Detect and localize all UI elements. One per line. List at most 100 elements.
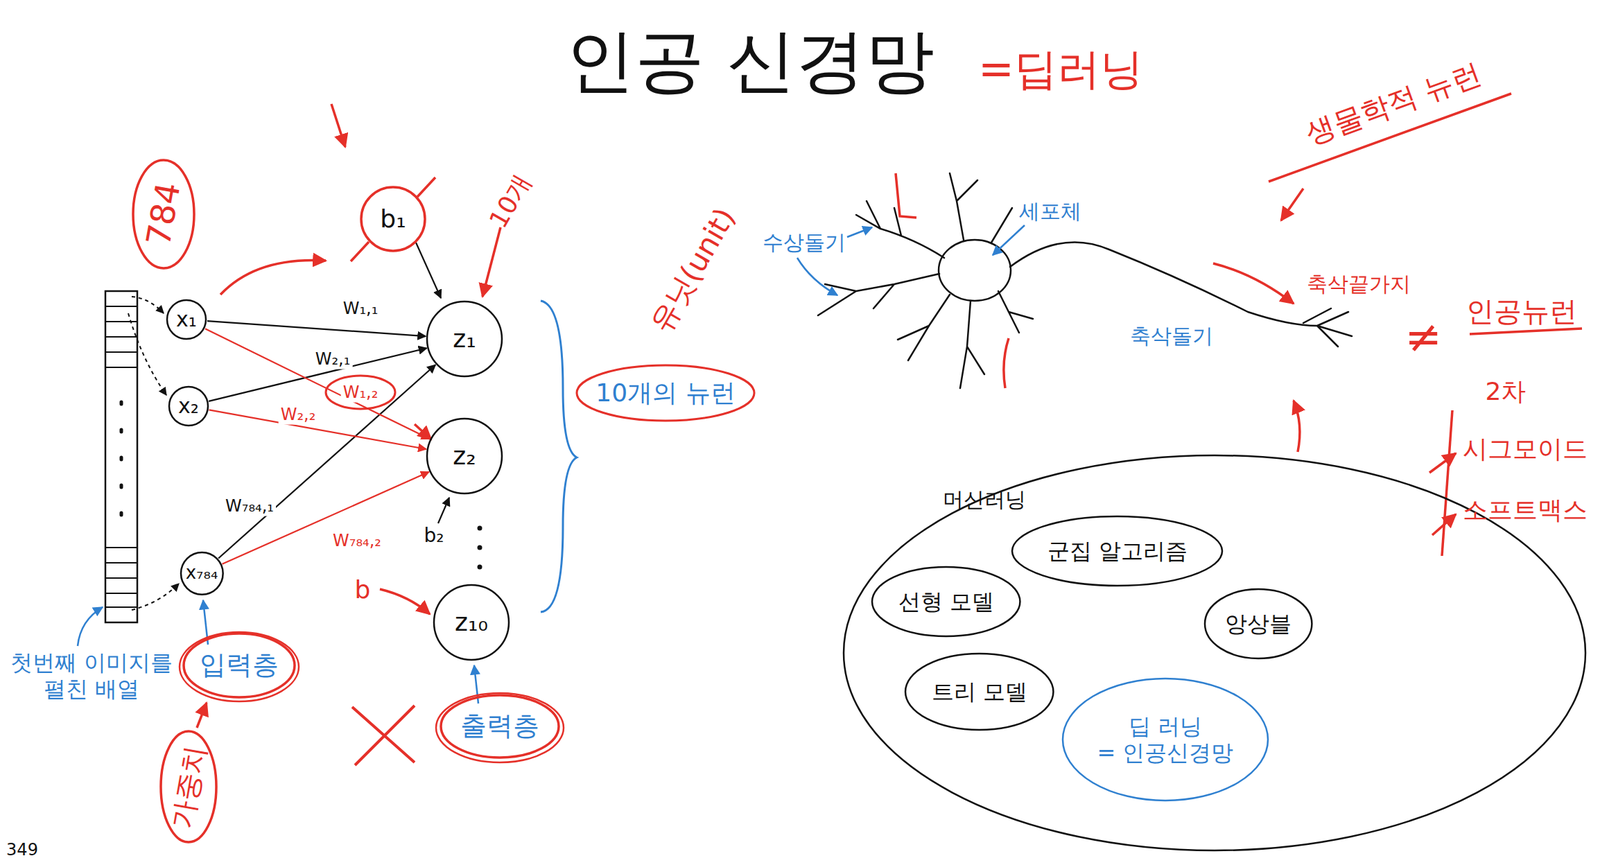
red-arrow xyxy=(414,424,432,440)
output-neuron: z₁₀ xyxy=(432,583,511,662)
red-arrow xyxy=(331,103,346,147)
red-arrow xyxy=(1213,263,1294,304)
ellipse-outline xyxy=(905,653,1054,730)
ellipse-outline xyxy=(872,567,1020,637)
red-arrow xyxy=(482,227,501,297)
part-label: 축삭돌기 xyxy=(1129,323,1214,349)
handwritten-note: =딥러닝 xyxy=(978,43,1144,95)
red-mark xyxy=(1003,338,1009,389)
bias-arrow xyxy=(415,242,441,299)
node-text: x₁ xyxy=(176,307,197,333)
deep-learning-ellipse: 딥 러닝= 인공신경망 xyxy=(1061,677,1270,803)
page-number: 349 xyxy=(6,840,39,861)
weight-connector xyxy=(205,328,430,439)
neuron-circle xyxy=(427,418,502,494)
neuron-circle xyxy=(167,300,206,339)
neuron-dendrites xyxy=(818,173,1033,389)
callout-number: 784 xyxy=(138,179,190,249)
red-mark xyxy=(895,173,917,218)
bias-label: b₂ xyxy=(424,524,445,548)
neuron-bracket xyxy=(540,300,577,613)
neuron-circle xyxy=(180,552,224,595)
dashed-arrow xyxy=(131,583,179,611)
blue-arrow xyxy=(992,225,1025,256)
weight-label: W₁,₂ xyxy=(341,382,381,403)
layer-label: 출력층 xyxy=(460,710,540,743)
group-label: 10개의 뉴런 xyxy=(595,377,735,408)
handwritten-note: 인공뉴런 xyxy=(1466,294,1578,328)
handwritten-note: 10개 xyxy=(483,169,538,233)
red-underline xyxy=(1469,328,1582,335)
part-label: 수상돌기 xyxy=(762,230,846,256)
red-arrow xyxy=(196,702,207,728)
weight-label: W₇₈₄,₁ xyxy=(223,496,276,517)
bias-label: b₁ xyxy=(379,203,406,234)
method-ellipse: 앙상블 xyxy=(1203,587,1313,660)
ellipsis-dot xyxy=(477,545,483,551)
red-circle xyxy=(133,160,195,269)
ellipse-outline xyxy=(1012,516,1223,586)
input-neuron: x₇₈₄ xyxy=(179,551,225,597)
node-text: x₇₈₄ xyxy=(185,562,219,584)
red-cross xyxy=(352,705,415,766)
node-text: 머신러닝 xyxy=(942,487,1026,513)
red-arrow xyxy=(220,259,326,295)
ellipse-outline xyxy=(1204,589,1312,659)
node-text: z₁₀ xyxy=(454,607,489,638)
weight-label: W₁,₁ xyxy=(341,298,381,319)
dashed-arrow xyxy=(128,313,167,396)
method-ellipse: 군집 알고리즘 xyxy=(1010,515,1224,588)
output-neuron: z₁ xyxy=(425,300,504,378)
weight-label: W₇₈₄,₂ xyxy=(330,531,384,552)
node-text: 트리 모델 xyxy=(931,678,1028,706)
method-ellipse: 선형 모델 xyxy=(870,565,1022,638)
weight-connector xyxy=(222,472,430,565)
handwritten-note: 유닛(unit) xyxy=(644,202,744,339)
input-neuron: x₂ xyxy=(167,385,210,428)
red-circle xyxy=(160,731,217,843)
neuron-circle xyxy=(169,386,208,426)
node-text: 군집 알고리즘 xyxy=(1047,537,1188,565)
array-label: 첫번째 이미지를 펼친 배열 xyxy=(8,649,175,703)
ellipsis-dot xyxy=(477,564,483,570)
dashed-arrow xyxy=(131,296,164,314)
weight-label: W₂,₁ xyxy=(313,349,353,370)
red-circle xyxy=(436,693,564,763)
title: 인공 신경망 xyxy=(565,19,935,103)
blue-arrow xyxy=(797,257,838,296)
blue-arrow xyxy=(847,227,873,238)
weight-connector xyxy=(218,364,436,559)
output-neuron: z₂ xyxy=(425,417,504,495)
part-label: 축삭끝가지 xyxy=(1306,271,1411,297)
handwritten-symbol: ≠ xyxy=(1404,310,1442,364)
red-arrow xyxy=(379,589,430,615)
handwritten-note: 소프트맥스 xyxy=(1462,494,1588,525)
node-text: z₂ xyxy=(452,440,476,471)
node-text: x₂ xyxy=(178,393,199,419)
node-text: = 인공신경망 xyxy=(1097,739,1234,767)
array-cells xyxy=(105,306,138,608)
red-circle xyxy=(361,187,425,251)
weight-label: W₂,₂ xyxy=(278,404,319,425)
node-text: z₁ xyxy=(452,323,476,354)
red-arrow xyxy=(1281,188,1304,221)
red-arrow xyxy=(1293,400,1300,452)
method-ellipse: 트리 모델 xyxy=(903,652,1055,732)
red-circle xyxy=(576,365,755,421)
weight-connector xyxy=(208,348,427,402)
red-circle xyxy=(440,695,559,758)
ellipsis-dot xyxy=(477,526,483,532)
node-text: 선형 모델 xyxy=(898,588,995,615)
part-label: 세포체 xyxy=(1019,198,1082,224)
red-strike xyxy=(350,177,436,262)
red-bracket xyxy=(1441,410,1453,556)
node-text: 딥 러닝 xyxy=(1128,713,1203,740)
ellipse-outline xyxy=(1062,678,1268,801)
handwritten-note: 시그모이드 xyxy=(1462,433,1588,464)
red-circle xyxy=(183,633,295,698)
handwritten-note: 생물학적 뉴런 xyxy=(1301,56,1487,152)
layer-label: 입력층 xyxy=(199,649,279,682)
bias-label: b xyxy=(354,574,371,605)
handwritten-note: 2차 xyxy=(1485,376,1527,407)
